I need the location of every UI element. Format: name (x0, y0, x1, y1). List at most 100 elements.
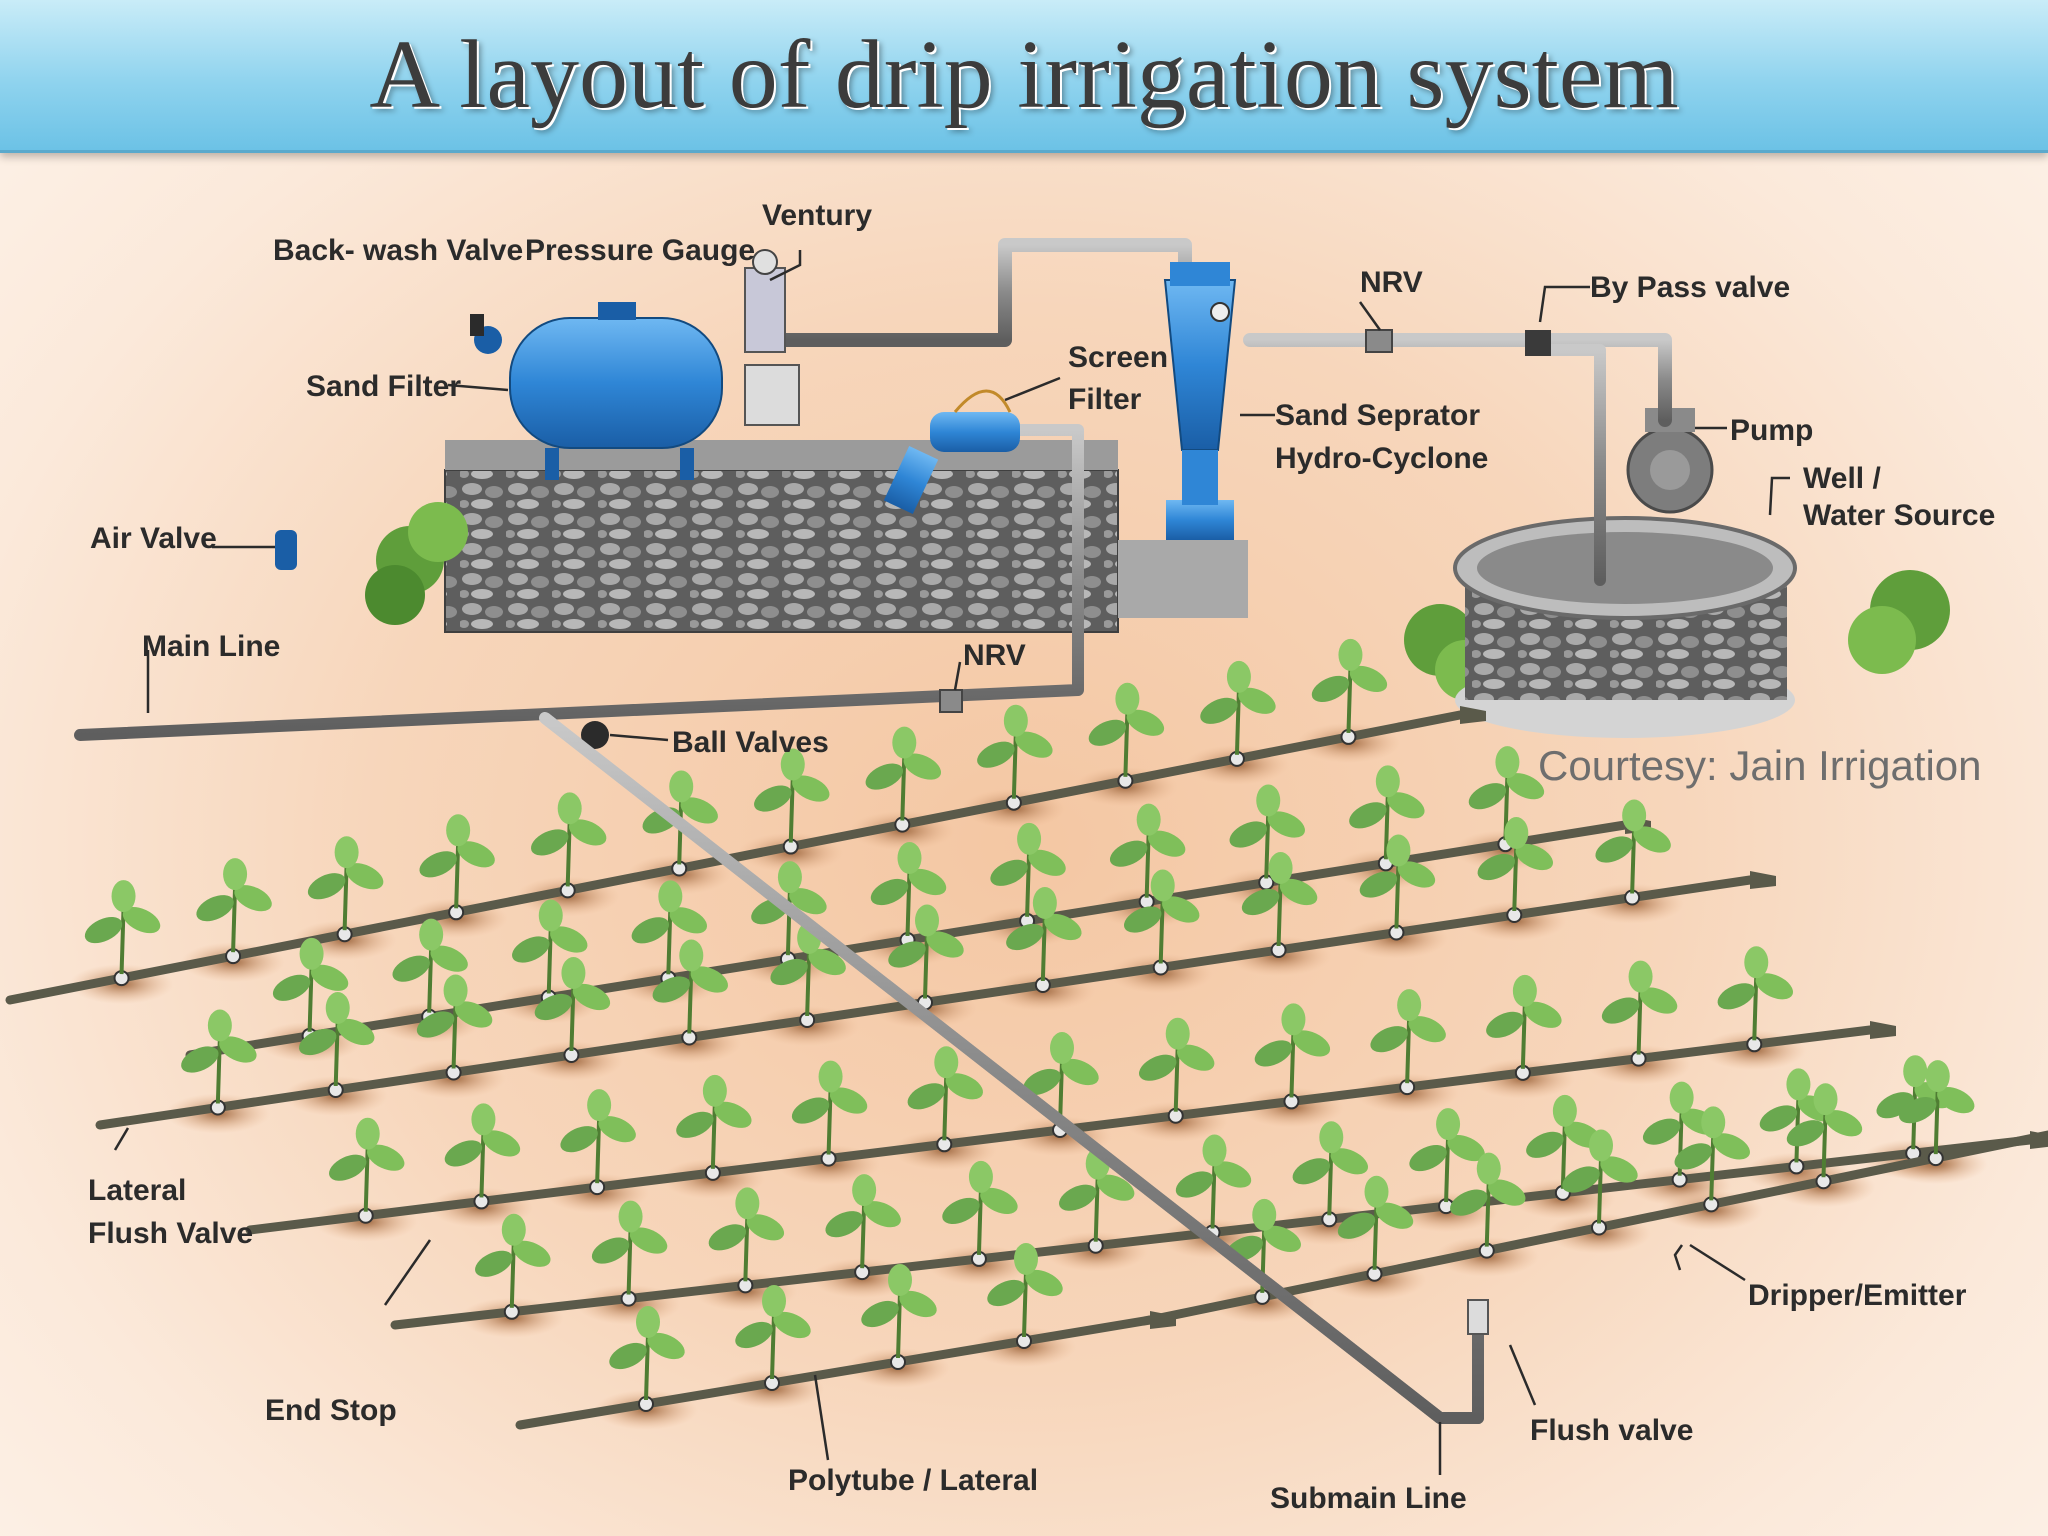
label-screen-filter-line1: Screen (1068, 341, 1168, 374)
crop-plant (512, 899, 588, 994)
crop-plant (419, 814, 495, 909)
crop-plant (1595, 799, 1671, 894)
crop-plant (530, 792, 607, 887)
crop-plant (1899, 1060, 1975, 1155)
label-main-line: Main Line (142, 630, 280, 663)
label-back-wash-valve: Back- wash Valve (273, 234, 523, 267)
crop-plant (1601, 960, 1678, 1055)
crop-plant (591, 1200, 668, 1295)
crop-plant (791, 1060, 868, 1155)
crop-plant (870, 842, 947, 937)
end-stop (1460, 706, 1486, 724)
crop-plant (1006, 887, 1082, 982)
crop-plant (1337, 1175, 1414, 1270)
crop-plants (84, 638, 1975, 1401)
crop-plant (1229, 784, 1305, 879)
crop-plant (990, 822, 1066, 917)
crop-plant (84, 880, 161, 975)
crop-plant (299, 992, 375, 1087)
crop-plant (272, 937, 349, 1032)
crop-plant (907, 1046, 983, 1141)
crop-plant (560, 1089, 636, 1184)
label-submain-line: Submain Line (1270, 1482, 1467, 1515)
label-flush-valve: Flush valve (1530, 1414, 1693, 1447)
crop-plant (1562, 1129, 1638, 1224)
crop-plant (181, 1009, 257, 1104)
crop-plant (307, 836, 384, 931)
crop-plant (735, 1285, 811, 1380)
label-air-valve: Air Valve (90, 522, 217, 555)
nrv-valve-main (939, 689, 963, 713)
air-valve (275, 530, 297, 570)
screen-filter (883, 389, 1020, 514)
crop-plant (444, 1103, 521, 1198)
crop-plant (1359, 834, 1436, 929)
crop-plant (1023, 1032, 1099, 1127)
label-screen-filter-line2: Filter (1068, 383, 1142, 416)
crop-plant (1477, 817, 1553, 912)
label-venturi: Ventury (762, 199, 872, 232)
label-ball-valves: Ball Valves (672, 726, 829, 759)
page-title: A layout of drip irrigation system (369, 21, 1679, 129)
flush-valve (1467, 1299, 1489, 1335)
crop-plant (1139, 1017, 1215, 1112)
label-dripper-emitter: Dripper/Emitter (1748, 1279, 1967, 1312)
pump (1626, 408, 1714, 514)
back-wash-valve (470, 314, 502, 354)
polytube-lateral (5, 710, 1465, 1005)
crop-plant (1059, 1147, 1135, 1242)
crop-plant (942, 1160, 1018, 1255)
crop-plant (1311, 638, 1388, 733)
crop-plant (1109, 803, 1186, 898)
end-stop (1750, 871, 1776, 889)
crop-plant (392, 918, 468, 1013)
crop-plant (1200, 660, 1276, 755)
crop-plant (631, 880, 708, 975)
crop-plant (676, 1074, 752, 1169)
bypass-valve (1525, 330, 1551, 356)
crop-plant (416, 974, 493, 1069)
crop-plant (708, 1187, 785, 1282)
submain-line (541, 713, 1484, 1424)
label-well-line1: Well / (1803, 462, 1881, 495)
label-courtesy: Courtesy: Jain Irrigation (1538, 742, 1982, 789)
label-well-line2: Water Source (1803, 499, 1995, 532)
crop-plant (609, 1306, 685, 1401)
label-lateral-flush-line2: Flush Valve (88, 1217, 253, 1250)
label-nrv-main: NRV (963, 639, 1026, 672)
crop-plant (987, 1243, 1063, 1338)
crop-plant (861, 1264, 937, 1359)
well-water-source (1453, 516, 1797, 738)
crop-plant (754, 748, 830, 843)
crop-plant (1088, 682, 1165, 777)
label-lateral-flush-line1: Lateral (88, 1174, 186, 1207)
crop-plant (1409, 1108, 1485, 1203)
label-pressure-gauge: Pressure Gauge (525, 234, 755, 267)
label-sand-separator-line1: Sand Seprator (1275, 399, 1480, 432)
filter-platform (444, 440, 1248, 633)
crop-plant (196, 858, 272, 953)
crop-plant (1786, 1083, 1863, 1178)
end-stop (1870, 1021, 1896, 1039)
crop-plant (1254, 1003, 1331, 1098)
label-sand-separator-line2: Hydro-Cyclone (1275, 442, 1488, 475)
crop-plant (1292, 1121, 1368, 1216)
label-polytube-lateral: Polytube / Lateral (788, 1464, 1038, 1497)
crop-plant (977, 704, 1053, 799)
shrub-left (365, 502, 468, 625)
crop-plant (329, 1117, 405, 1212)
title-bar: A layout of drip irrigation system (0, 0, 2048, 153)
crop-plant (1450, 1152, 1526, 1247)
polytube-lateral (515, 1315, 1155, 1430)
leader-lines (113, 250, 1790, 1475)
crop-plant (1486, 974, 1562, 1069)
label-bypass-valve: By Pass valve (1590, 271, 1790, 304)
nrv-valve-top (1365, 329, 1393, 353)
label-end-stop: End Stop (265, 1394, 397, 1427)
crop-plant (1225, 1198, 1301, 1293)
crop-plant (770, 922, 846, 1017)
ball-valve (581, 721, 609, 749)
sand-filter-tank (509, 302, 723, 480)
